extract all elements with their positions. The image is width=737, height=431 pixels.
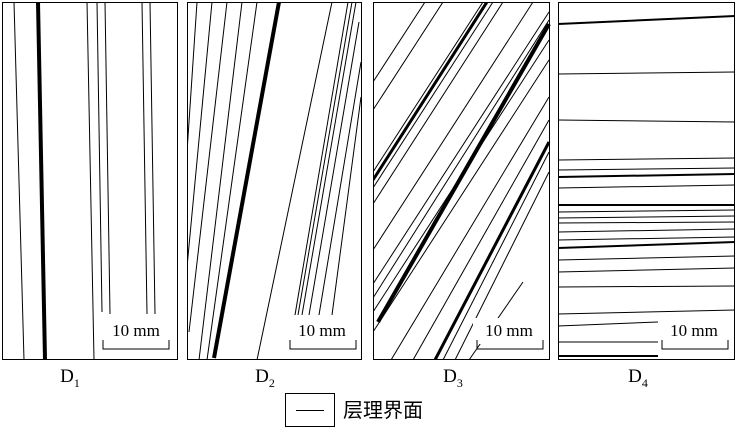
panel-d4-drawing: 10 mm bbox=[558, 2, 736, 360]
panel-label-index: 4 bbox=[641, 375, 648, 390]
panel-label-index: 3 bbox=[456, 375, 463, 390]
panel-d3-frame bbox=[373, 2, 550, 360]
panel-d4-bedding-lines bbox=[558, 15, 736, 357]
panel-d2-drawing: 10 mm bbox=[187, 2, 362, 360]
panel-label-index: 2 bbox=[268, 375, 275, 390]
panel-label-d1: D1 bbox=[10, 366, 130, 394]
panel-d3-scale-backdrop bbox=[473, 318, 545, 344]
panel-d1: 10 mm bbox=[2, 2, 182, 360]
legend-swatch-box bbox=[285, 393, 335, 427]
panel-d2-frame bbox=[187, 2, 362, 360]
panel-d2-bedding-lines bbox=[187, 2, 362, 360]
scale-label: 10 mm bbox=[670, 321, 718, 340]
panel-d4: 10 mm bbox=[558, 2, 737, 360]
panel-label-letter: D bbox=[443, 366, 457, 387]
panel-d4-scale-backdrop bbox=[658, 318, 730, 344]
scale-bar bbox=[476, 340, 544, 350]
scale-bar bbox=[102, 340, 170, 350]
panel-d1-bedding-lines bbox=[13, 2, 156, 360]
panel-label-letter: D bbox=[60, 366, 74, 387]
panel-d1-drawing: 10 mm bbox=[2, 2, 178, 360]
panel-d3-bedding-lines bbox=[373, 2, 551, 360]
scale-label: 10 mm bbox=[112, 321, 160, 340]
legend-label: 层理界面 bbox=[343, 398, 423, 422]
scale-label: 10 mm bbox=[298, 321, 346, 340]
panel-d2: 10 mm bbox=[187, 2, 367, 360]
panel-label-letter: D bbox=[255, 366, 269, 387]
panel-d3-drawing: 10 mm bbox=[373, 2, 551, 360]
panel-label-index: 1 bbox=[73, 375, 80, 390]
panel-label-d4: D4 bbox=[578, 366, 698, 394]
panel-label-letter: D bbox=[628, 366, 642, 387]
scale-bar bbox=[289, 340, 357, 350]
panel-d2-scale-backdrop bbox=[286, 318, 358, 344]
legend: 层理界面 bbox=[285, 393, 465, 427]
panel-label-d3: D3 bbox=[393, 366, 513, 394]
panel-d1-scale-backdrop bbox=[100, 318, 172, 344]
panel-d3: 10 mm bbox=[373, 2, 553, 360]
scale-label: 10 mm bbox=[485, 321, 533, 340]
scale-bar bbox=[661, 340, 729, 350]
panel-d4-frame bbox=[558, 2, 735, 360]
legend-line-symbol bbox=[296, 410, 324, 411]
panel-label-d2: D2 bbox=[205, 366, 325, 394]
